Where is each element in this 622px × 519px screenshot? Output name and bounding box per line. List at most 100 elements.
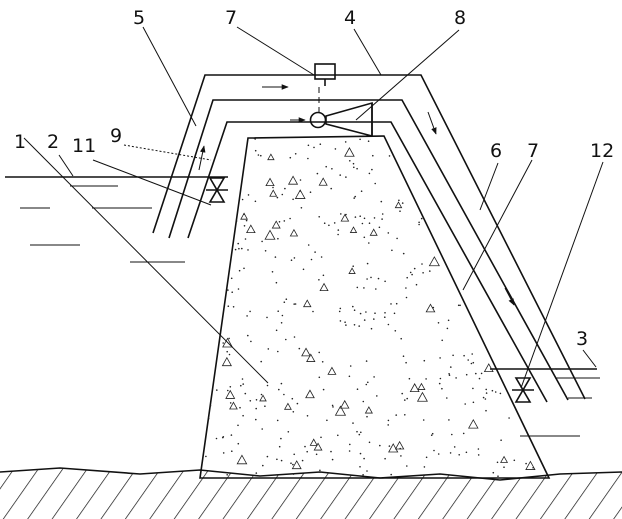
concrete-dot (323, 275, 325, 277)
concrete-dot (314, 251, 316, 253)
aggregate-triangle (270, 190, 277, 196)
aggregate-triangle (519, 142, 527, 149)
concrete-dot (483, 397, 485, 399)
concrete-dot (373, 376, 375, 378)
concrete-dot (363, 401, 365, 403)
concrete-dot (462, 182, 464, 184)
concrete-dot (483, 277, 485, 279)
concrete-dot (366, 360, 368, 362)
concrete-dot (364, 218, 366, 220)
aggregate-triangle (341, 215, 348, 222)
concrete-dot (544, 165, 546, 167)
concrete-dot (284, 188, 286, 190)
concrete-dot (349, 444, 351, 446)
aggregate-triangle (306, 390, 314, 398)
concrete-dot (440, 378, 442, 380)
concrete-dot (291, 259, 293, 261)
concrete-dot (292, 464, 294, 466)
concrete-dot (354, 196, 356, 198)
label-1: 1 (14, 131, 26, 153)
concrete-dot (266, 317, 268, 319)
concrete-dot (366, 470, 368, 472)
aggregate-triangle (320, 284, 328, 291)
concrete-dot (405, 287, 407, 289)
aggregate-triangle (319, 178, 327, 185)
concrete-dot (547, 294, 549, 296)
concrete-dot (437, 238, 439, 240)
concrete-dot (498, 187, 500, 189)
concrete-dot (529, 215, 531, 217)
concrete-dot (403, 253, 405, 255)
aggregate-triangle (445, 169, 451, 175)
concrete-dot (218, 180, 220, 182)
concrete-dot (311, 259, 313, 261)
concrete-dot (409, 378, 411, 380)
concrete-dot (313, 147, 315, 149)
concrete-dot (513, 153, 515, 155)
concrete-dot (299, 348, 301, 350)
label-5: 5 (133, 7, 145, 29)
concrete-dot (357, 287, 359, 289)
concrete-dot (320, 143, 322, 145)
pipe-inner-wall (188, 122, 547, 402)
concrete-dot (463, 433, 465, 435)
concrete-dot (255, 419, 257, 421)
concrete-dot (242, 378, 244, 380)
concrete-dot (518, 173, 520, 175)
concrete-dot (524, 177, 526, 179)
concrete-dot (451, 434, 453, 436)
concrete-dot (486, 328, 488, 330)
concrete-dot (349, 376, 351, 378)
concrete-dot (197, 394, 199, 396)
aggregate-triangle (226, 391, 235, 399)
concrete-dot (286, 298, 288, 300)
concrete-dot (233, 207, 235, 209)
concrete-dot (422, 187, 424, 189)
concrete-dot (533, 189, 535, 191)
concrete-dot (394, 145, 396, 147)
concrete-dot (272, 271, 274, 273)
concrete-dot (227, 390, 229, 392)
concrete-dot (438, 170, 440, 172)
concrete-dot (491, 281, 493, 283)
leader-2 (59, 155, 73, 176)
concrete-dot (471, 363, 473, 365)
concrete-dot (436, 191, 438, 193)
label-12: 12 (590, 140, 614, 162)
concrete-dot (239, 270, 241, 272)
concrete-dot (487, 346, 489, 348)
concrete-dot (414, 268, 416, 270)
concrete-dot (365, 311, 367, 313)
concrete-dot (277, 310, 279, 312)
aggregate-triangle (221, 263, 229, 270)
concrete-dot (334, 222, 336, 224)
concrete-dot (293, 303, 295, 305)
concrete-dot (448, 142, 450, 144)
aggregate-triangle (285, 403, 292, 409)
concrete-dot (369, 442, 371, 444)
leader-7-top (237, 27, 314, 75)
concrete-dot (330, 188, 332, 190)
concrete-dot (381, 201, 383, 203)
arrow-down-icon (428, 112, 436, 134)
concrete-dot (339, 311, 341, 313)
concrete-dot (514, 254, 516, 256)
concrete-dot (226, 185, 228, 187)
concrete-dot (431, 190, 433, 192)
concrete-dot (418, 222, 420, 224)
concrete-dot (267, 385, 269, 387)
concrete-dot (514, 460, 516, 462)
concrete-dot (472, 388, 474, 390)
concrete-dot (527, 274, 529, 276)
concrete-dot (204, 344, 206, 346)
concrete-dot (384, 281, 386, 283)
concrete-dot (405, 362, 407, 364)
concrete-dot (231, 434, 233, 436)
concrete-dot (521, 382, 523, 384)
concrete-dot (486, 392, 488, 394)
concrete-dot (228, 338, 230, 340)
aggregate-triangle (451, 152, 460, 160)
concrete-dot (366, 278, 368, 280)
concrete-dot (231, 450, 233, 452)
concrete-dot (340, 308, 342, 310)
